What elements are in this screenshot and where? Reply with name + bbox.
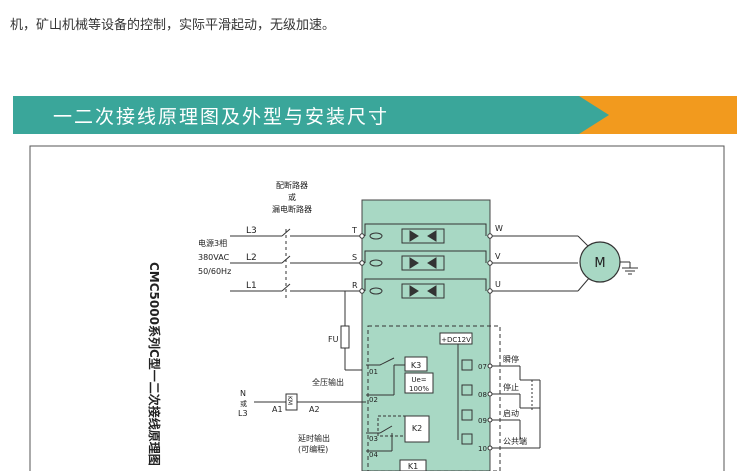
terminal-v: V — [495, 252, 501, 261]
diagram-frame — [29, 145, 725, 471]
ue-box — [404, 372, 434, 394]
input-diodes — [461, 359, 473, 445]
current-transformers — [369, 232, 383, 295]
banner-shape — [13, 96, 737, 134]
terminal-t: T — [351, 226, 357, 235]
k2-label: K2 — [412, 424, 422, 433]
motor-label: M — [594, 256, 605, 271]
ground-icon — [620, 261, 638, 275]
terminal-u: U — [495, 280, 501, 289]
power-label-3: 50/60Hz — [198, 267, 231, 276]
k3-label: K3 — [411, 361, 421, 370]
k1-relay — [399, 459, 427, 471]
line-label-l2: L2 — [246, 253, 257, 263]
fuse-group — [340, 291, 362, 371]
terminal-07: 07 — [478, 363, 487, 371]
k3-contact — [366, 357, 405, 396]
terminal-w: W — [495, 224, 503, 233]
terminal-04: 04 — [369, 451, 378, 459]
km-label: KM — [286, 396, 293, 405]
n-label: N — [240, 389, 246, 398]
thyristor-group — [401, 228, 445, 299]
full-voltage-output: 全压输出 — [312, 377, 344, 387]
k2-contact — [366, 425, 393, 452]
start-label: 启动 — [503, 408, 519, 418]
stop-label: 停止 — [503, 382, 519, 392]
or-label: 或 — [240, 399, 247, 408]
l3-label: L3 — [238, 409, 248, 418]
terminal-02: 02 — [369, 396, 378, 404]
k3-relay — [404, 356, 428, 372]
terminal-09: 09 — [478, 417, 487, 425]
terminal-r: R — [352, 281, 358, 290]
input-wiring — [457, 344, 541, 449]
breaker-label-3: 漏电断路器 — [272, 204, 312, 214]
common-label: 公共端 — [503, 436, 527, 446]
section-banner: 一二次接线原理图及外型与安装尺寸 — [13, 96, 737, 134]
breaker-label-2: 或 — [288, 192, 296, 202]
fuse-label: FU — [328, 335, 339, 344]
k2-relay — [404, 415, 430, 443]
dc12v-label: +DC12V — [441, 336, 471, 344]
terminal-03: 03 — [369, 435, 378, 443]
stop-instant-label: 瞬停 — [503, 354, 519, 364]
terminal-01: 01 — [369, 368, 378, 376]
ue-label-2: 100% — [409, 385, 429, 393]
power-label-2: 380VAC — [198, 253, 230, 262]
intro-text: 机，矿山机械等设备的控制，实际平滑起动，无级加速。 — [10, 18, 336, 33]
a2-label: A2 — [309, 405, 320, 414]
k1-label: K1 — [408, 462, 418, 471]
line-label-l1: L1 — [246, 281, 257, 291]
terminal-dots — [359, 233, 493, 294]
input-terminal-dots — [487, 363, 493, 451]
control-box — [367, 325, 501, 471]
delay-output-2: (可编程) — [298, 444, 328, 454]
delay-output-1: 延时输出 — [298, 433, 330, 443]
line-label-l3: L3 — [246, 226, 257, 236]
ue-label-1: Ue= — [411, 376, 426, 384]
three-phase-lines — [230, 223, 591, 298]
power-label-1: 电源3相 — [198, 238, 227, 248]
terminal-s: S — [352, 253, 357, 262]
vertical-title: CMC5000系列C型一二次接线原理图 — [147, 262, 162, 466]
dc12v-box — [439, 332, 473, 345]
a1-label: A1 — [272, 405, 283, 414]
terminal-08: 08 — [478, 391, 487, 399]
section-title: 一二次接线原理图及外型与安装尺寸 — [53, 106, 390, 128]
terminal-10: 10 — [478, 445, 487, 453]
breaker-label-1: 配断路器 — [276, 180, 308, 190]
banner-teal — [13, 96, 609, 134]
